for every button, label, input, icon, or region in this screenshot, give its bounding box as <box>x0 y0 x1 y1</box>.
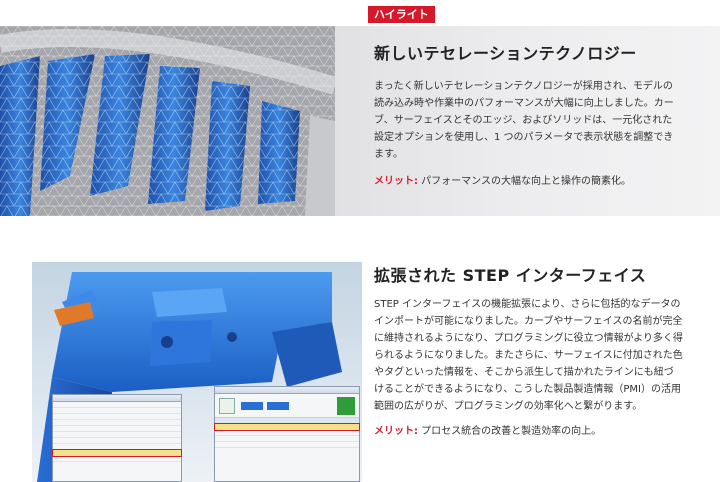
section1-title: 新しいテセレーションテクノロジー <box>374 44 637 63</box>
merit-text: パフォーマンスの大幅な向上と操作の簡素化。 <box>418 176 631 187</box>
blue-swatch-button[interactable] <box>241 402 263 410</box>
tree-row[interactable] <box>53 414 181 420</box>
section1-body: まったく新しいテセレーションテクノロジーが採用され、モデルの 読み込み時や作業中… <box>374 78 716 163</box>
properties-dialog <box>214 386 360 482</box>
blue-swatch-button[interactable] <box>267 402 289 410</box>
apply-button[interactable] <box>219 398 235 414</box>
section1-line: まったく新しいテセレーションテクノロジーが採用され、モデルの <box>374 81 673 92</box>
confirm-check-icon[interactable] <box>337 397 355 415</box>
section1-line: ブ、サーフェイスとそのエッジ、およびソリッドは、一元化された <box>374 115 673 126</box>
highlight-badge: ハイライト <box>368 6 435 23</box>
tree-row[interactable] <box>53 432 181 438</box>
section2-line: けることができるようになり、こうした製品製造情報（PMI）の活用 <box>374 384 682 395</box>
merit-label: メリット: <box>374 176 418 187</box>
section2-line: STEP インターフェイスの機能拡張により、さらに包括的なデータの <box>374 299 681 310</box>
section1-merit: メリット: パフォーマンスの大幅な向上と操作の簡素化。 <box>374 172 631 187</box>
section1-line: 設定オプションを使用し、1 つのパラメータで表示状態を調整でき <box>374 132 674 143</box>
section2-line: やタグといった情報を、そこから派生して描かれたラインにも紐づ <box>374 367 674 378</box>
section2-merit: メリット: プロセス統合の改善と製造効率の向上。 <box>374 422 601 437</box>
tessellated-tire-image <box>0 26 335 216</box>
section2-line: られるようになりました。またさらに、サーフェイスに付加された色 <box>374 350 683 361</box>
tree-row-selected[interactable] <box>52 449 182 457</box>
section2-line: 範囲の広がりが、プログラミングの効率化へと繋がります。 <box>374 401 643 412</box>
section1-line: 読み込み時や作業中のパフォーマンスが大幅に向上しました。カー <box>374 98 674 109</box>
merit-text: プロセス統合の改善と製造効率の向上。 <box>418 426 602 437</box>
section2-line: に維持されるようになり、プログラミングに役立つ情報がより多く得 <box>374 333 683 344</box>
tree-row[interactable] <box>53 456 181 462</box>
tree-row[interactable] <box>53 438 181 444</box>
tree-row[interactable] <box>53 402 181 408</box>
tree-row[interactable] <box>53 420 181 426</box>
section2-body: STEP インターフェイスの機能拡張により、さらに包括的なデータの インポートが… <box>374 296 716 415</box>
attribute-row[interactable] <box>215 436 359 442</box>
section1-line: ます。 <box>374 149 403 160</box>
step-interface-screenshot <box>32 262 362 482</box>
name-attribute-row[interactable] <box>214 423 360 431</box>
tree-row[interactable] <box>53 444 181 450</box>
tree-row[interactable] <box>53 408 181 414</box>
attribute-row[interactable] <box>215 430 359 436</box>
merit-label: メリット: <box>374 426 418 437</box>
section2-title: 拡張された STEP インターフェイス <box>374 266 647 285</box>
properties-header <box>215 418 359 424</box>
attribute-row[interactable] <box>215 442 359 448</box>
section2-line: インポートが可能になりました。カーブやサーフェイスの名前が完全 <box>374 316 683 327</box>
model-tree-panel <box>52 394 182 482</box>
tree-row[interactable] <box>53 426 181 432</box>
